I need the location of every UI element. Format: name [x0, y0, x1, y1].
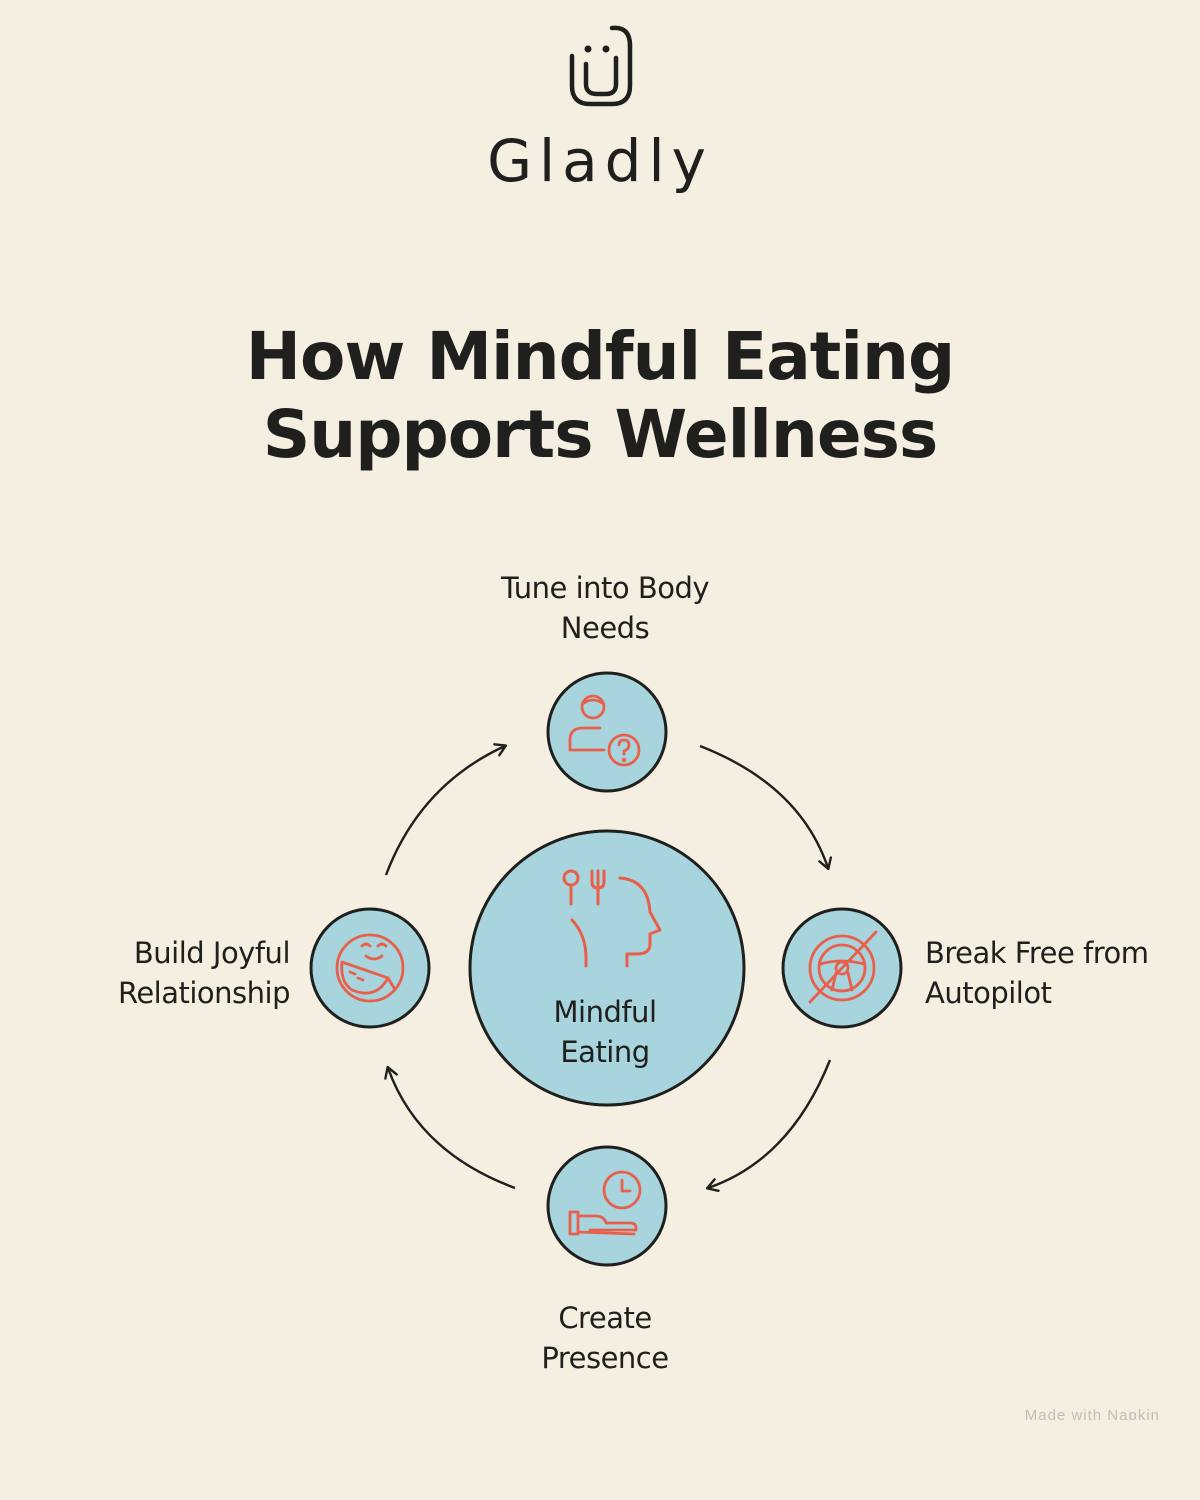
step-label-line: Needs: [560, 611, 650, 645]
made-with-watermark: Made with Napkin: [1024, 1407, 1160, 1420]
step-label-line: Build Joyful: [133, 936, 291, 970]
smiling-face-eating-icon: [335, 933, 405, 1003]
step-label-line: Create: [558, 1301, 652, 1335]
hand-clock-icon: [568, 1170, 642, 1236]
page-title: How Mindful Eating Supports Wellness: [245, 318, 955, 473]
arrow-left-to-top: [384, 743, 508, 876]
step-label-create-presence: Create Presence: [430, 1298, 780, 1378]
step-label-line: Tune into Body: [500, 571, 710, 605]
diagram-canvas: [309, 671, 903, 1267]
gladly-logo-icon: [569, 25, 633, 107]
center-circle: [468, 829, 746, 1107]
person-question-icon: [568, 694, 641, 767]
mindful-eating-cycle-diagram: Tune into Body Needs Break Free from Aut…: [0, 560, 1200, 1420]
step-circle-create-presence: [546, 1145, 668, 1267]
step-label-line: Presence: [541, 1341, 669, 1375]
center-label-line: Mindful: [553, 995, 657, 1029]
step-label-line: Autopilot: [925, 976, 1052, 1010]
no-steering-wheel-icon: [808, 930, 878, 1004]
step-label-line: Break Free from: [925, 936, 1149, 970]
arrow-bottom-to-left: [384, 1065, 516, 1190]
head-with-utensils-icon: [562, 869, 662, 968]
step-label-build-joyful-relationship: Build Joyful Relationship: [50, 933, 291, 1013]
center-label-line: Eating: [560, 1035, 650, 1069]
step-circle-tune-into-body-needs: [546, 671, 668, 793]
step-label-break-free-from-autopilot: Break Free from Autopilot: [925, 933, 1185, 1013]
brand-name: Gladly: [487, 127, 713, 195]
arrow-top-to-right: [699, 744, 833, 871]
center-label-mindful-eating: Mindful Eating: [470, 992, 740, 1072]
brand-header: Gladly: [0, 0, 1200, 240]
step-label-tune-into-body-needs: Tune into Body Needs: [430, 568, 780, 648]
arrow-right-to-bottom: [705, 1059, 832, 1192]
step-circle-build-joyful-relationship: [309, 907, 431, 1029]
step-label-line: Relationship: [117, 976, 291, 1010]
